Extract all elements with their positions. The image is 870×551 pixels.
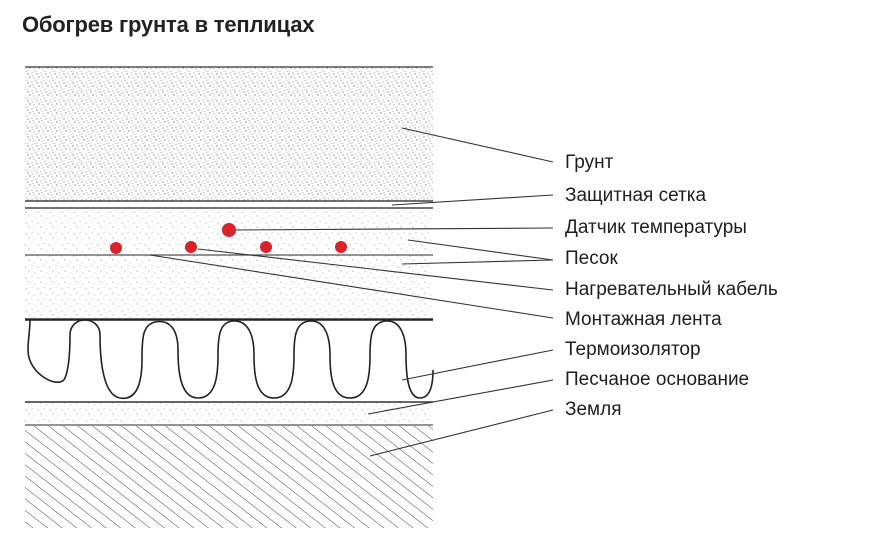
heating-cable-dot [110,242,122,254]
leader-grunt [401,127,554,163]
label-mounting-tape: Монтажная лента [565,309,722,330]
label-protective-mesh: Защитная сетка [565,185,706,206]
heating-cable-dot [335,241,347,253]
temperature-sensor-dot [222,223,236,237]
leader-sand-2 [401,259,554,265]
leader-lines [149,127,554,457]
label-sand: Песок [565,248,619,269]
layer-labels: Грунт Защитная сетка Датчик температуры … [565,152,778,420]
soil-layer [25,67,433,201]
label-insulator: Термоизолятор [565,339,701,360]
leader-earth [369,409,554,457]
leader-cable [197,248,554,291]
label-heating-cable: Нагревательный кабель [565,279,778,300]
sand-base-layer [25,403,433,425]
leader-insulator [401,349,554,381]
heating-cable-dot [185,241,197,253]
leader-tape [149,254,554,319]
label-sand-base: Песчаное основание [565,369,749,390]
insulator-corrugation [27,319,434,399]
leader-sandbase [367,379,554,415]
diagram-title: Обогрев грунта в теплицах [22,12,315,37]
leader-sand-1 [407,239,554,261]
earth-layer [25,426,433,528]
label-earth: Земля [565,399,621,420]
leader-mesh [391,194,554,206]
label-temperature-sensor: Датчик температуры [565,217,747,238]
leader-sensor [235,227,554,231]
heating-cable-dot [260,241,272,253]
label-grunt: Грунт [565,152,614,173]
